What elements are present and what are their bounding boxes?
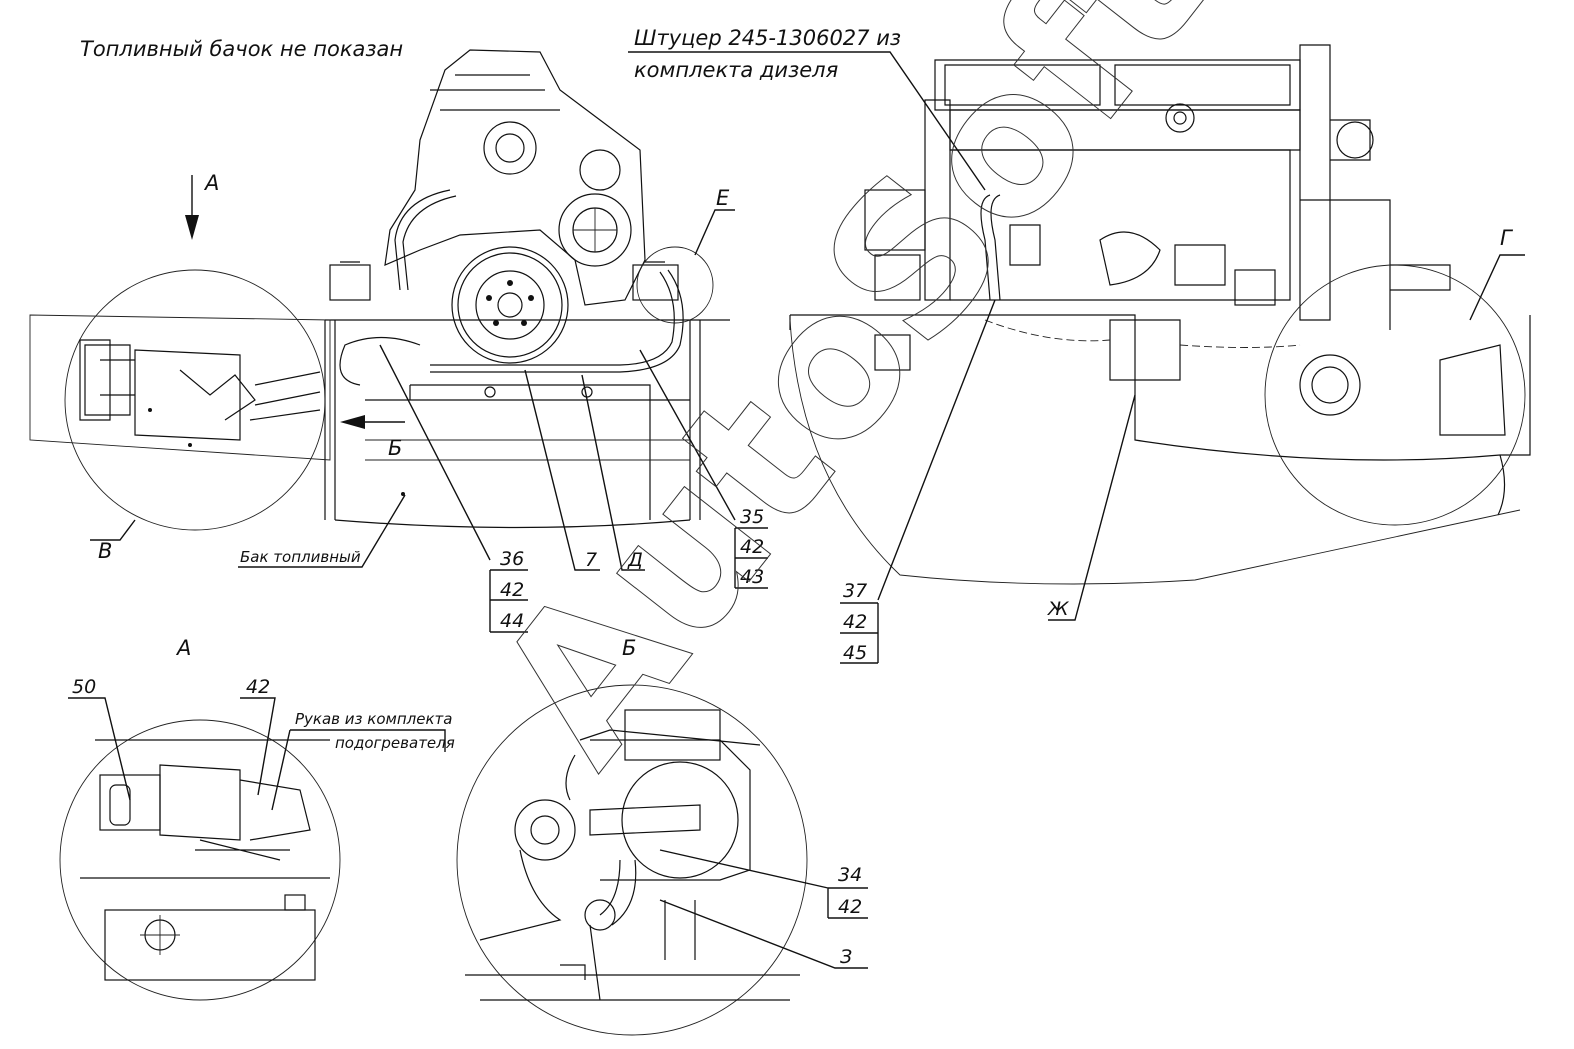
callout-42d: 42 bbox=[246, 676, 270, 698]
view-A-title: А bbox=[175, 636, 191, 660]
arrow-label-A: А bbox=[203, 171, 219, 195]
note-hose-line2: подогревателя bbox=[335, 734, 455, 752]
watermark: AutoSoft bbox=[452, 0, 1249, 805]
callout-36-42-44: 36 42 44 bbox=[379, 344, 528, 633]
arrow-label-B: Б bbox=[388, 436, 402, 460]
view-B-detail: Б 34 42 З bbox=[456, 636, 868, 1036]
callout-7: 7 bbox=[524, 369, 600, 571]
note-hose-line1: Рукав из комплекта bbox=[295, 710, 452, 728]
view-label-G: Г bbox=[1500, 226, 1514, 250]
view-A-detail: А 50 42 Рукав из комплекта подогревателя bbox=[59, 636, 455, 1001]
view-B-title: Б bbox=[622, 636, 636, 660]
view-arrow-B: Б bbox=[340, 415, 405, 460]
callout-45: 45 bbox=[843, 642, 867, 664]
callout-7-text: 7 bbox=[585, 549, 597, 571]
callout-44: 44 bbox=[500, 610, 524, 632]
callout-37-42-45: 37 42 45 bbox=[840, 299, 996, 664]
view-arrow-A: А bbox=[185, 171, 219, 240]
callout-50: 50 bbox=[72, 676, 96, 698]
callout-37: 37 bbox=[843, 580, 867, 602]
callout-35-42-43: 35 42 43 bbox=[639, 349, 768, 589]
callout-34: 34 bbox=[838, 864, 862, 886]
engine-front-view: Е bbox=[324, 49, 735, 529]
fuel-tank-text: Бак топливный bbox=[240, 548, 361, 566]
watermark-text: AutoSoft bbox=[452, 0, 1248, 804]
view-label-E: Е bbox=[716, 186, 730, 210]
callout-43: 43 bbox=[740, 566, 764, 588]
callout-42b: 42 bbox=[740, 536, 764, 558]
callout-Zh: Ж bbox=[1047, 394, 1136, 621]
engine-side-view: Г bbox=[789, 44, 1531, 585]
callout-42a: 42 bbox=[500, 579, 524, 601]
view-label-Zh: Ж bbox=[1047, 598, 1070, 620]
callout-D: Д bbox=[581, 374, 645, 571]
view-label-D: Д bbox=[627, 549, 643, 571]
callout-Z: З bbox=[840, 946, 852, 968]
callout-35: 35 bbox=[740, 506, 764, 528]
note-tank-not-shown: Топливный бачок не показан bbox=[80, 37, 403, 61]
fuel-tank-label: Бак топливный bbox=[238, 494, 406, 568]
callout-36: 36 bbox=[500, 548, 524, 570]
view-label-V: В bbox=[98, 539, 112, 563]
note-fitting-line1: Штуцер 245-1306027 из bbox=[634, 26, 901, 50]
note-fitting-line2: комплекта дизеля bbox=[634, 58, 838, 82]
detail-circle-V: В bbox=[29, 269, 331, 563]
fitting-leader bbox=[628, 51, 986, 191]
callout-42c: 42 bbox=[843, 611, 867, 633]
callout-42e: 42 bbox=[838, 896, 862, 918]
